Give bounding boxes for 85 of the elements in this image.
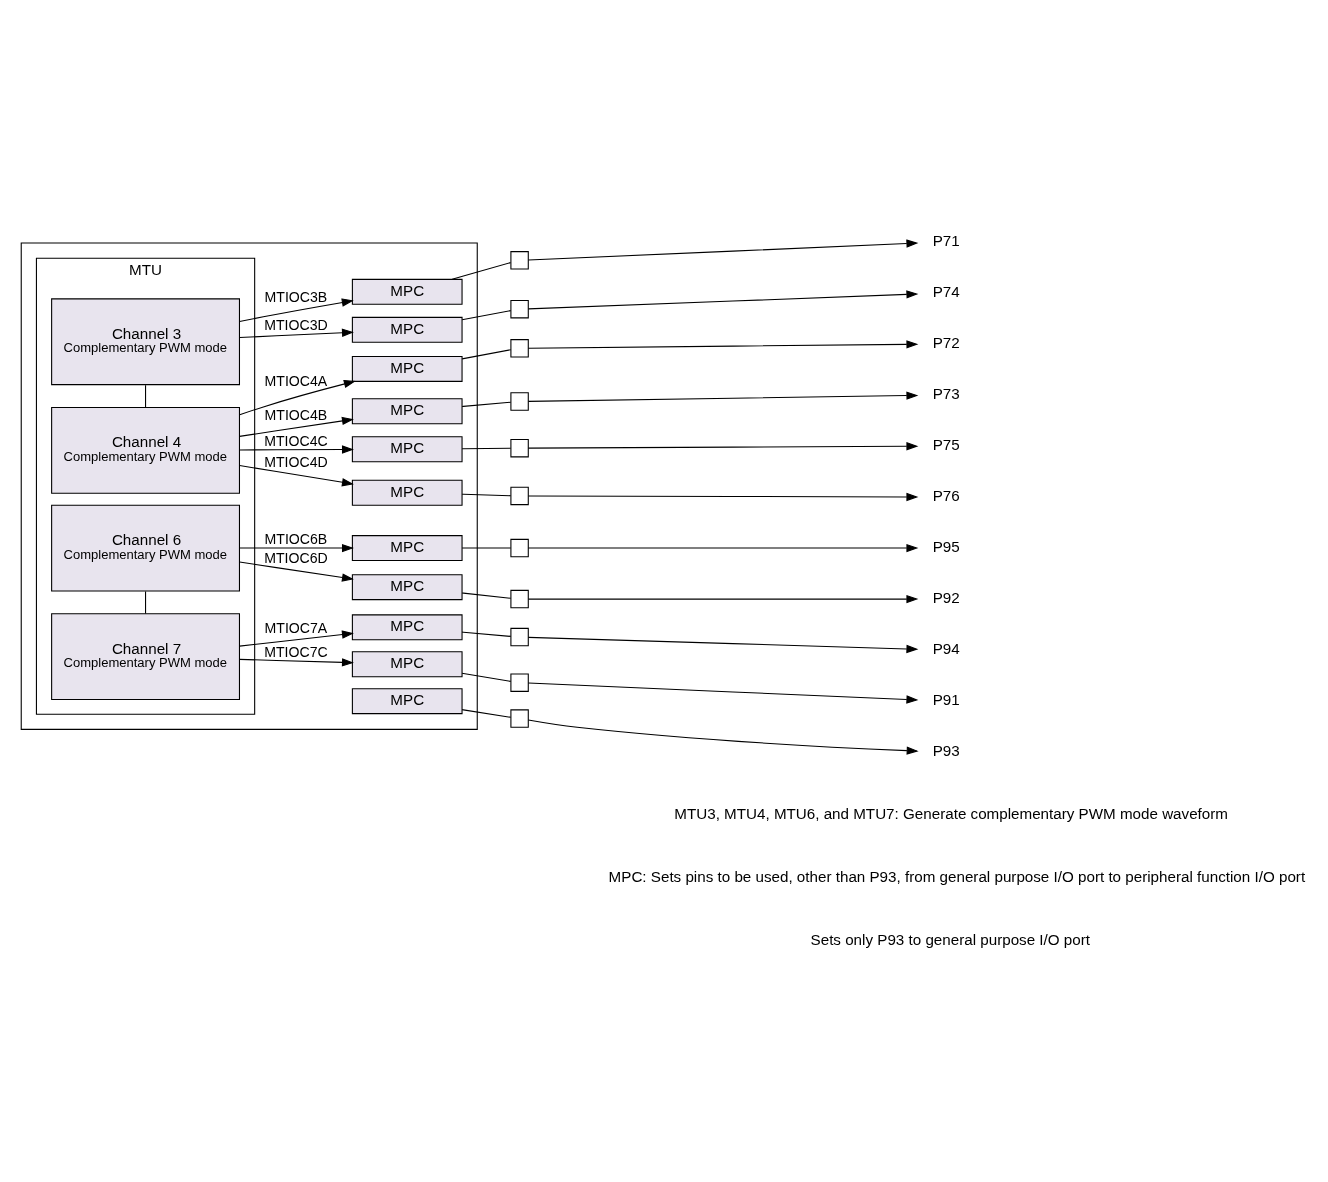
- connector: [461, 401, 512, 407]
- label: MPC: Sets pins to be used, other than P93, from general purpose I/O port to peripheral function I/O port: [608, 867, 1306, 885]
- node-box: MPC: [351, 613, 463, 640]
- arrow: [239, 657, 354, 667]
- node-box: MPC: [351, 316, 463, 343]
- connector: [461, 672, 512, 682]
- label: Sets only P93 to general purpose I/O port: [810, 930, 1091, 948]
- arrow: [527, 682, 919, 704]
- node-box: MPC: [351, 479, 463, 506]
- connector: [461, 631, 512, 637]
- edge-label: MTIOC6D: [264, 549, 328, 566]
- node-box: MPC: [351, 650, 463, 677]
- node-box: [510, 708, 529, 728]
- arrow: [239, 464, 354, 486]
- node-box: Channel 4 Complementary PWM mode: [51, 406, 240, 494]
- connector: [461, 447, 512, 449]
- connector: [461, 708, 512, 718]
- node-box: [510, 589, 529, 608]
- arrow: [239, 561, 354, 582]
- arrow: [239, 543, 354, 552]
- node-box: [510, 538, 529, 557]
- node-text: P75: [932, 435, 960, 453]
- node-box: MPC: [351, 355, 463, 382]
- node-text: P72: [932, 333, 960, 351]
- arrow: [239, 416, 354, 437]
- arrow: [527, 543, 919, 552]
- node-box: Channel 3 Complementary PWM mode: [51, 297, 240, 385]
- connector: [461, 309, 512, 320]
- connector: [145, 590, 147, 614]
- arrow: [527, 718, 919, 755]
- node-box: [510, 250, 529, 270]
- node-box: MPC: [351, 687, 463, 714]
- node-box: MPC: [351, 573, 463, 600]
- node-box: MPC: [351, 435, 463, 462]
- node-text: P71: [932, 231, 960, 249]
- arrow: [239, 328, 354, 338]
- cluster: [20, 241, 478, 730]
- node-text: P92: [932, 588, 960, 606]
- connector: [145, 384, 147, 408]
- arrow: [527, 238, 919, 261]
- arrow: [527, 441, 919, 450]
- node-text: P91: [932, 690, 960, 708]
- arrow: [239, 297, 354, 322]
- edge-label: MTIOC4D: [264, 453, 328, 470]
- node-box: MPC: [351, 397, 463, 424]
- node-text: P95: [932, 537, 960, 555]
- node-text: P94: [932, 639, 960, 657]
- node-text: P76: [932, 486, 960, 504]
- edge-label: MTIOC4A: [264, 372, 328, 389]
- connector: [461, 493, 512, 496]
- arrow: [527, 339, 919, 349]
- arrow: [527, 594, 919, 603]
- arrow: [239, 444, 354, 454]
- node-text: P93: [932, 741, 960, 759]
- connector: [461, 591, 512, 599]
- arrow: [239, 379, 356, 415]
- node-box: [510, 486, 529, 505]
- node-box: MPC: [351, 534, 463, 561]
- node-box: Channel 7 Complementary PWM mode: [51, 612, 240, 700]
- node-box: Channel 6 Complementary PWM mode: [51, 504, 240, 591]
- node-box: [510, 338, 529, 358]
- node-box: MPC: [351, 278, 463, 305]
- node-box: [510, 672, 529, 692]
- connector: [461, 348, 512, 359]
- node-box: [510, 438, 529, 457]
- arrow: [527, 492, 919, 501]
- edge-label: MTIOC3B: [264, 288, 328, 305]
- arrow: [527, 289, 919, 309]
- edge-label: MTIOC7A: [264, 619, 328, 636]
- edge-label: MTIOC7C: [264, 643, 328, 660]
- node-box: [510, 299, 529, 318]
- arrow: [527, 636, 919, 653]
- edge-label: MTIOC4B: [264, 406, 328, 423]
- label: MTU3, MTU4, MTU6, and MTU7: Generate complementary PWM mode waveform: [674, 804, 1228, 822]
- node-text: P74: [932, 282, 960, 300]
- node-box: [510, 627, 529, 646]
- connector: [461, 547, 512, 549]
- connector: [451, 261, 512, 280]
- edge-label: MTIOC4C: [264, 432, 328, 449]
- edge-label: MTIOC6B: [264, 530, 328, 547]
- node-box: [510, 391, 529, 411]
- edge-label: MTIOC3D: [264, 316, 328, 333]
- node-text: P73: [932, 384, 960, 402]
- arrow: [527, 390, 919, 402]
- arrow: [239, 629, 354, 647]
